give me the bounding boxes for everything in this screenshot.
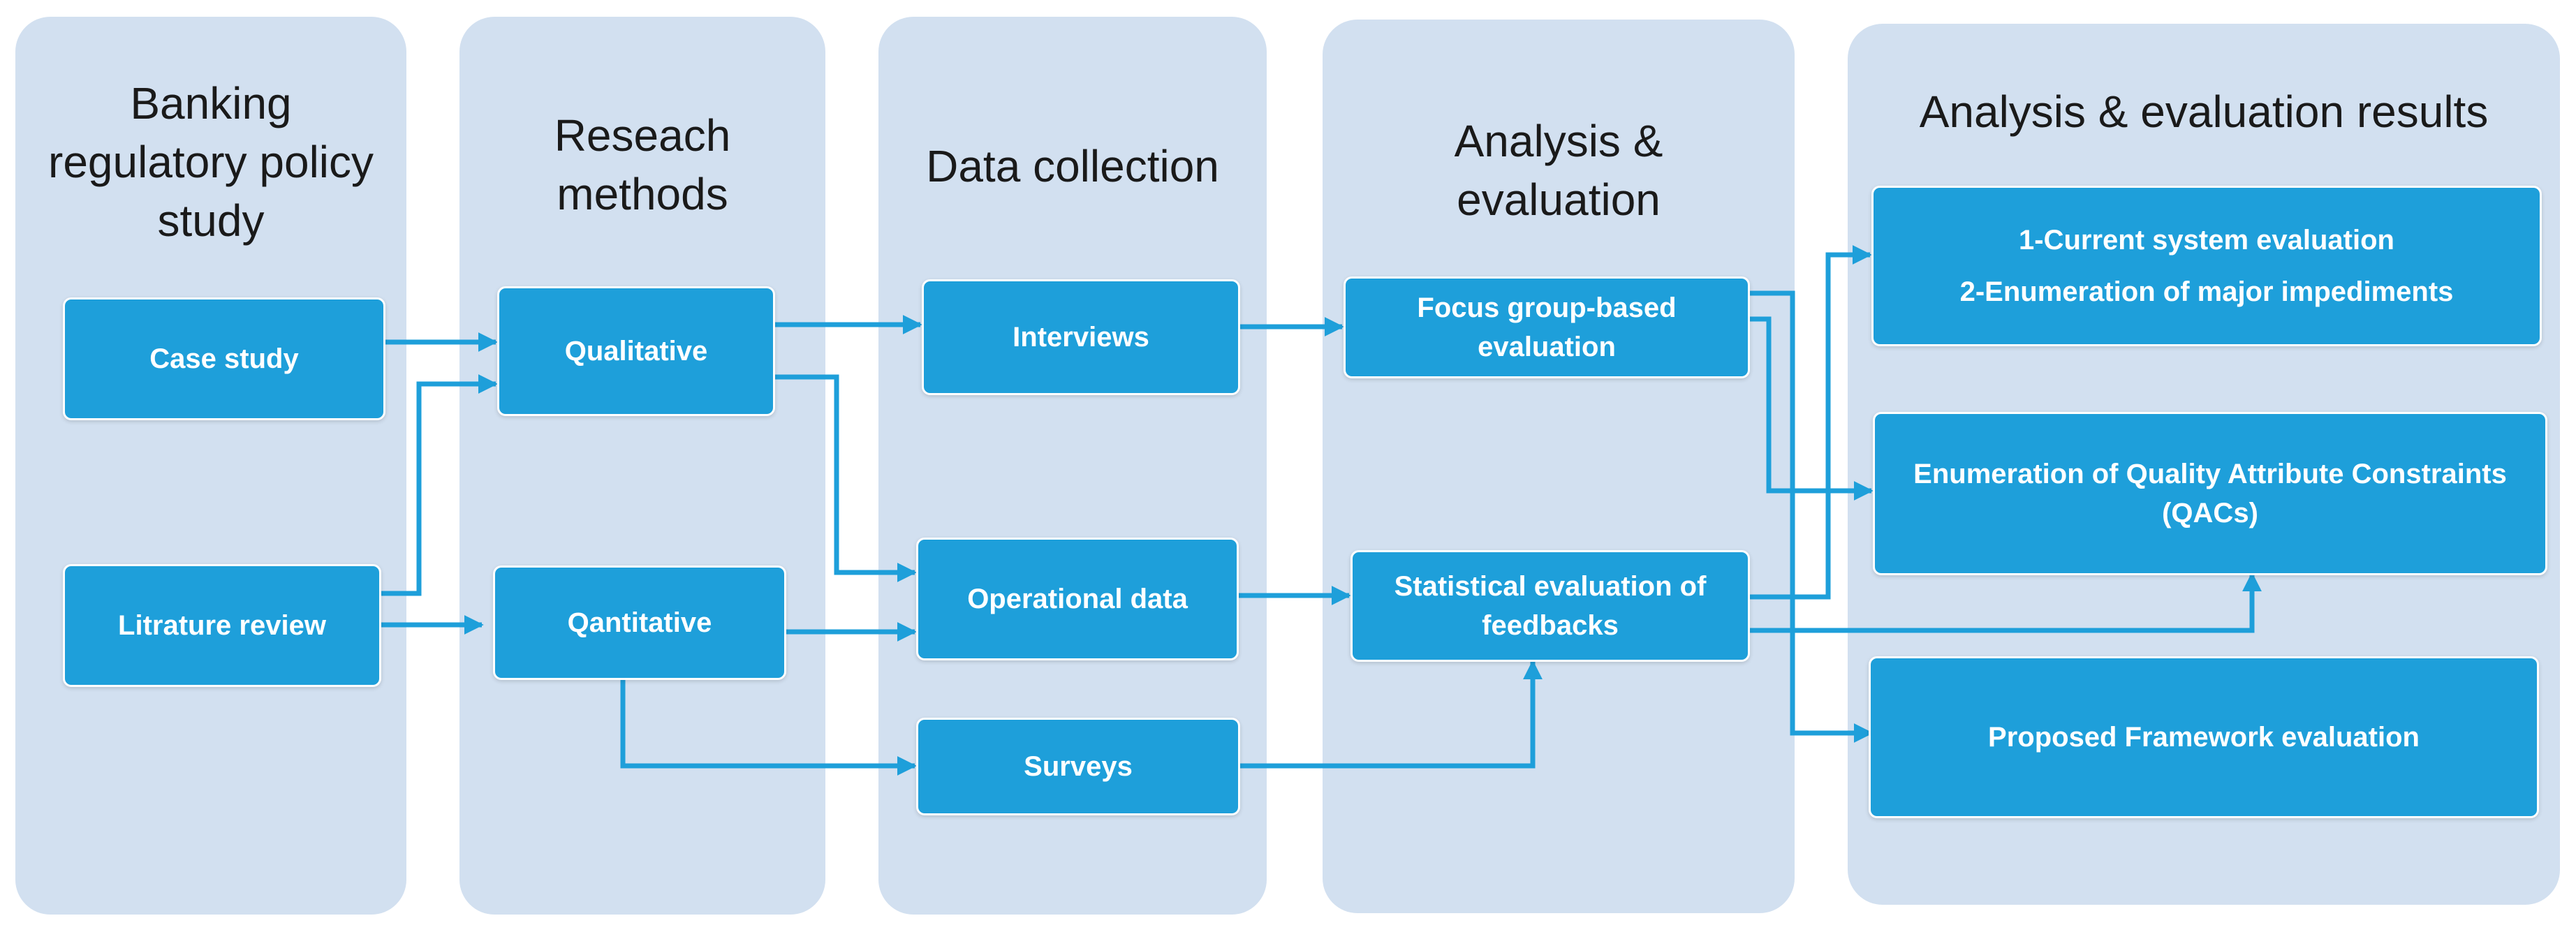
box-text-line: Focus group-based — [1417, 293, 1677, 323]
column-title-analysis-evaluation-results: Analysis & evaluation results — [1848, 82, 2560, 141]
arrow-focus-group-to-enumeration — [1747, 316, 1874, 501]
box-text-line: Enumeration of Quality Attribute Constra… — [1913, 459, 2507, 489]
statistical-evaluation-box: Statistical evaluation of feedbacks — [1350, 550, 1750, 662]
arrow-litrature-to-qualitative — [378, 374, 498, 596]
proposed-framework-box: Proposed Framework evaluation — [1869, 656, 2539, 818]
box-text-line: Proposed Framework evaluation — [1988, 722, 2420, 753]
enumeration-qac-box: Enumeration of Quality Attribute Constra… — [1873, 412, 2547, 575]
box-text-line: Surveys — [1024, 751, 1133, 782]
column-title-reseach-methods: Reseach methods — [459, 106, 825, 223]
column-title-analysis-evaluation: Analysis & evaluation — [1323, 112, 1795, 229]
arrow-qantitative-to-surveys — [620, 674, 917, 776]
box-text-line: Litrature review — [118, 610, 326, 641]
box-text-line: Qantitative — [567, 607, 712, 638]
operational-data-box: Operational data — [916, 538, 1239, 660]
box-text-line: Operational data — [967, 584, 1188, 614]
box-text-line: evaluation — [1478, 332, 1616, 362]
box-text-line: feedbacks — [1482, 610, 1619, 641]
column-analysis-evaluation: Analysis & evaluation — [1323, 20, 1795, 913]
box-text-line: (QACs) — [2162, 498, 2258, 528]
column-title-line: Banking — [130, 78, 292, 128]
current-system-evaluation-box: 1-Current system evaluation 2-Enumeratio… — [1871, 186, 2542, 346]
column-title-data-collection: Data collection — [878, 137, 1267, 195]
case-study-box: Case study — [63, 297, 385, 420]
arrow-qualitative-to-operational — [772, 374, 917, 582]
interviews-box: Interviews — [922, 279, 1240, 395]
box-text-line: Statistical evaluation of — [1394, 571, 1707, 602]
column-title-line: methods — [557, 169, 728, 219]
column-title-line: Data collection — [926, 141, 1219, 191]
arrow-statistical-to-enumeration — [1747, 572, 2262, 633]
qantitative-box: Qantitative — [493, 565, 786, 680]
box-text-line: 2-Enumeration of major impediments — [1959, 276, 2454, 307]
column-title-line: Analysis & — [1454, 116, 1663, 166]
column-title-line: study — [157, 195, 265, 246]
litrature-review-box: Litrature review — [63, 564, 381, 687]
column-title-banking-regulatory-policy-study: Banking regulatory policy study — [15, 74, 406, 250]
column-title-line: Analysis & evaluation results — [1919, 87, 2489, 137]
box-text-line: Case study — [149, 343, 299, 374]
column-title-line: evaluation — [1457, 175, 1661, 225]
column-title-line: Reseach — [554, 110, 731, 161]
arrow-surveys-to-statistical — [1237, 660, 1543, 769]
column-title-line: regulatory policy — [48, 137, 374, 187]
focus-group-box: Focus group-based evaluation — [1344, 276, 1750, 378]
arrow-statistical-to-current-system — [1747, 245, 1872, 600]
box-text-line: 1-Current system evaluation — [2019, 225, 2394, 256]
box-text-line: Qualitative — [564, 336, 708, 367]
column-banking-regulatory-policy-study: Banking regulatory policy study — [15, 17, 406, 915]
box-text-line: Interviews — [1013, 322, 1149, 353]
qualitative-box: Qualitative — [497, 286, 775, 416]
arrow-focus-group-to-proposed — [1747, 290, 1874, 743]
surveys-box: Surveys — [916, 718, 1240, 815]
